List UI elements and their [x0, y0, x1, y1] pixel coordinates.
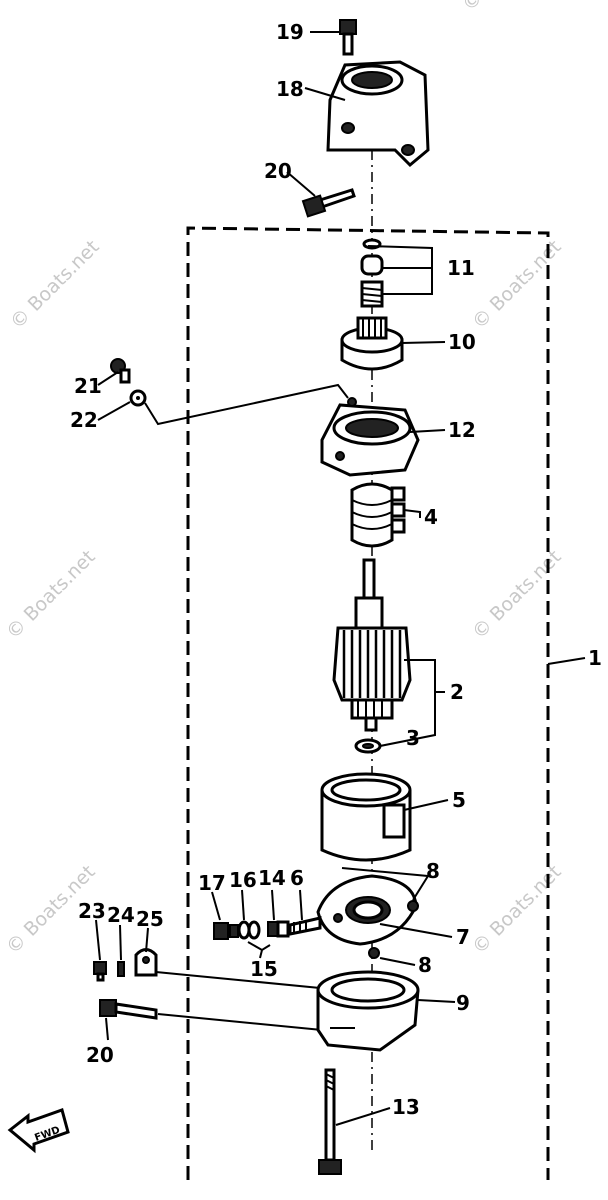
fwd-arrow: FWD — [7, 1108, 70, 1154]
callout-5: 5 — [452, 788, 466, 812]
leader-washer-to-housing — [144, 383, 349, 426]
part-3-washer — [354, 738, 382, 754]
callout-1: 1 — [588, 646, 602, 670]
callout-18: 18 — [276, 77, 304, 101]
callout-9: 9 — [456, 991, 470, 1015]
callouts: 19 18 20 11 10 21 22 12 4 1 2 3 5 8 17 1… — [70, 20, 602, 1119]
part-17-nut — [213, 922, 239, 940]
part-25-clip — [134, 948, 158, 977]
watermark-2: © Boats.net — [468, 236, 566, 334]
callout-12: 12 — [448, 418, 476, 442]
callout-6: 6 — [290, 866, 304, 890]
part-4-brush-set — [350, 482, 406, 548]
watermark-4: © Boats.net — [468, 546, 566, 644]
callout-24: 24 — [107, 903, 135, 927]
callout-15: 15 — [250, 957, 278, 981]
part-13-through-bolt — [318, 1068, 342, 1175]
callout-20-bottom: 20 — [86, 1043, 114, 1067]
part-19-bolt — [339, 19, 357, 56]
callout-8-upper: 8 — [426, 859, 440, 883]
part-8-screw-upper — [407, 900, 419, 912]
watermark-7: © Boats.net — [458, 0, 556, 16]
part-20-bolt-top — [301, 188, 356, 218]
callout-7: 7 — [456, 925, 470, 949]
callout-2: 2 — [450, 680, 464, 704]
part-20-bolt-bottom — [99, 999, 158, 1020]
part-8-screw-lower — [368, 947, 380, 959]
callout-10: 10 — [448, 330, 476, 354]
watermark-3: © Boats.net — [2, 546, 100, 644]
part-2-armature — [332, 558, 412, 732]
part-14-nut — [267, 920, 290, 938]
part-5-yoke — [320, 772, 412, 862]
callout-21: 21 — [74, 374, 102, 398]
callout-16: 16 — [229, 868, 257, 892]
callout-8-lower: 8 — [418, 953, 432, 977]
callout-17: 17 — [198, 871, 226, 895]
part-24-washer — [117, 961, 125, 977]
watermark-6: © Boats.net — [468, 861, 566, 959]
callout-3: 3 — [406, 726, 420, 750]
part-22-washer — [129, 389, 147, 407]
part-18-bracket — [326, 60, 430, 168]
assembly-boundary — [186, 226, 550, 1180]
callout-23: 23 — [78, 899, 106, 923]
callout-20-top: 20 — [264, 159, 292, 183]
callout-13: 13 — [392, 1095, 420, 1119]
leader-bolt-to-bracket — [157, 1013, 323, 1031]
watermarks: © Boats.net © Boats.net © Boats.net © Bo… — [2, 0, 566, 959]
leader-clip-to-bracket — [155, 971, 321, 989]
part-16-washers — [237, 920, 261, 940]
callout-14: 14 — [258, 866, 286, 890]
part-7-brush-plate — [316, 874, 418, 946]
callout-4: 4 — [424, 505, 438, 529]
callout-22: 22 — [70, 408, 98, 432]
part-9-rear-bracket — [316, 970, 420, 1052]
callout-25: 25 — [136, 907, 164, 931]
part-10-pinion — [340, 316, 404, 371]
watermark-1: © Boats.net — [6, 236, 104, 334]
part-12-end-housing — [320, 397, 420, 477]
callout-11: 11 — [447, 256, 475, 280]
callout-19: 19 — [276, 20, 304, 44]
part-11-collar-spring — [360, 238, 384, 308]
part-21-screw — [110, 358, 131, 384]
part-6-terminal — [288, 916, 322, 936]
leader-lines — [95, 31, 586, 1126]
part-23-screw — [93, 961, 107, 982]
